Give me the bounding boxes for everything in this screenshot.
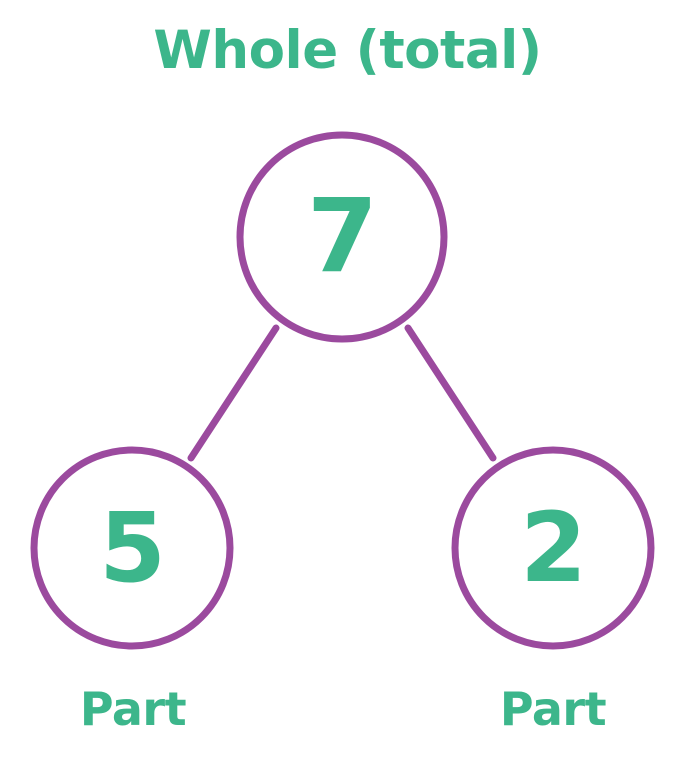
part-left-circle [30, 446, 234, 650]
whole-value: 7 [307, 177, 378, 296]
part-left-value: 5 [99, 492, 166, 604]
part-right-label: Part [499, 682, 607, 736]
part-right-circle [451, 446, 655, 650]
connector-whole-to-left-part [187, 324, 280, 462]
whole-circle [236, 131, 448, 343]
part-left-label: Part [79, 682, 187, 736]
whole-title-label: Whole (total) [153, 20, 542, 81]
part-right-value: 2 [520, 492, 587, 604]
connector-whole-to-right-part [404, 324, 497, 462]
